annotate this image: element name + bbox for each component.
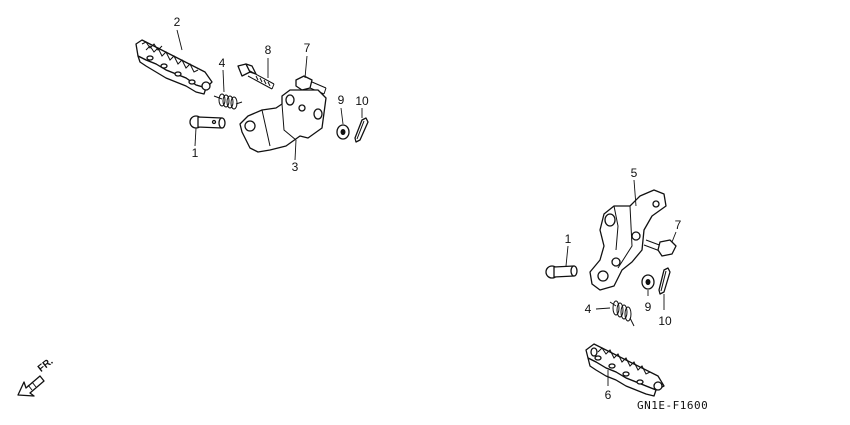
callout-2-left: 2 — [173, 15, 181, 29]
front-direction-arrow — [17, 375, 45, 397]
callout-10-left: 10 — [355, 94, 369, 108]
bolt-long-left — [237, 63, 275, 90]
spring-right — [609, 300, 635, 327]
callout-1-left: 1 — [191, 146, 199, 160]
bracket-left — [239, 89, 327, 153]
callout-1-right: 1 — [564, 232, 572, 246]
callout-6-right: 6 — [604, 388, 612, 402]
washer-right — [641, 274, 655, 290]
bolt-right — [643, 239, 677, 257]
callout-7-left: 7 — [303, 41, 311, 55]
spring-left — [213, 93, 243, 110]
drawing-code: GN1E-F1600 — [637, 399, 709, 412]
footpeg-right — [585, 343, 665, 397]
callout-4-left: 4 — [218, 56, 226, 70]
cotter-pin-left — [354, 117, 369, 143]
callout-8-left: 8 — [264, 43, 272, 57]
footpeg-left — [135, 39, 213, 95]
callout-10-right: 10 — [658, 314, 672, 328]
callout-5-right: 5 — [630, 166, 638, 180]
callout-4-right: 4 — [584, 302, 592, 316]
cotter-pin-right — [658, 267, 671, 295]
bracket-right — [589, 189, 667, 291]
pin-left — [189, 115, 226, 129]
washer-left — [336, 124, 350, 140]
bolt-short-left — [295, 75, 327, 95]
pin-right — [545, 265, 578, 279]
callout-9-left: 9 — [337, 93, 345, 107]
callout-3-left: 3 — [291, 160, 299, 174]
callout-7-right: 7 — [674, 218, 682, 232]
callout-9-right: 9 — [644, 300, 652, 314]
